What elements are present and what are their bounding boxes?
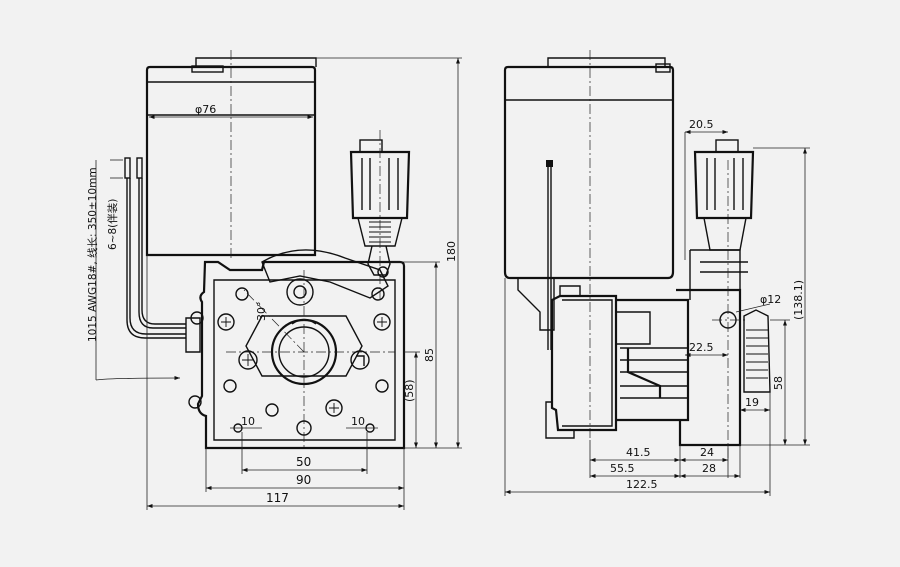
screw-bottom-l [265,403,279,417]
dim-width-117: 117 [266,491,289,505]
wire-2b [141,178,186,325]
housing-screw-left [188,395,202,409]
wire-terminal-1 [124,157,131,179]
mount-hole-left-cross [242,354,254,366]
side-feed-bars [700,261,748,273]
knob-collar [357,217,403,247]
drive-plate [245,315,363,377]
keyhole-mark [356,355,365,366]
wire-grommet [185,317,201,353]
arm-pivot-left [235,287,249,301]
side-motor-body [503,65,675,280]
motor-body [145,65,317,257]
side-drive-cap [616,311,651,345]
grommet-screw [190,311,204,325]
wire-1b [129,178,186,335]
leader-hole-12 [735,303,771,313]
housing-inner-frame [213,279,396,441]
note-leader-d [95,376,181,381]
pressure-arm [261,249,389,299]
screw-bl [223,379,237,393]
front-view: 6~8(伴装) 1015 AWG18#, 线长: 350±10mm φ76 [86,50,462,510]
side-knob-cap [715,139,739,153]
side-lead-wire [547,160,552,350]
side-feed-upper [689,249,741,300]
roll-screw-right-cross [377,317,387,327]
side-lead-terminal [546,160,553,167]
side-feed-plate [676,288,742,447]
knob-stem [367,245,391,276]
dim-55-5: 55.5 [610,462,635,475]
angle-ray [243,289,305,353]
side-motor-cap [547,57,666,67]
wire-2 [138,178,186,329]
lead-wires: 6~8(伴装) 1015 AWG18#, 线长: 350±10mm [86,157,186,381]
dim-41-5: 41.5 [626,446,651,459]
roll-screw-left-cross [221,317,231,327]
side-knob-collar [703,217,747,251]
side-gear-inner [562,299,613,427]
roll-screw-right [373,313,391,331]
knob-cap [359,139,383,153]
wire-terminal-2 [136,157,143,179]
side-gear-housing [550,294,618,432]
mount-hole-right [350,350,370,370]
mount-hole-left [238,350,258,370]
side-gear-foot [545,401,575,439]
side-knurl-wheel [743,309,771,393]
side-gear-top-lip [559,285,581,296]
lead-note-line1: 6~8(伴装) [106,199,119,250]
dim-hole-spacing-left: 10 [241,415,255,428]
arm-pivot-right [371,287,385,301]
dim-width-50: 50 [296,455,311,469]
screw-bottom-r-cross [329,403,339,413]
side-drive-fin [626,348,662,398]
dim-height-58: (58) [403,379,416,402]
side-view: 20.5 φ12 22.5 (138.1) 58 19 41.5 24 55.5… [503,50,810,496]
side-knob-body [693,150,755,220]
dim-motor-diameter: φ76 [195,103,216,116]
dim-19: 19 [745,396,759,409]
dim-28: 28 [702,462,716,475]
idler-hub [293,285,307,299]
dim-138-1: (138.1) [792,280,805,320]
idler-roll [286,278,314,306]
dim-hole-spacing-right: 10 [351,415,365,428]
roll-screw-left [217,313,235,331]
screw-br [375,379,389,393]
dim-height-180: 180 [445,241,458,262]
dim-height-85: 85 [423,348,436,362]
dim-58: 58 [772,376,785,390]
dim-22-5: 22.5 [689,341,714,354]
wire-1 [126,178,186,339]
dim-width-90: 90 [296,473,311,487]
base-hole-center [296,420,312,436]
motor-cap [195,57,317,67]
screw-bottom-r [325,399,343,417]
dim-angle: 30° [255,302,268,322]
lead-note-line2: 1015 AWG18#, 线长: 350±10mm [86,167,99,342]
dim-24: 24 [700,446,714,459]
side-bracket [517,278,555,331]
dim-20-5: 20.5 [689,118,714,131]
side-knurl-lines [746,329,768,379]
dim-hole-diameter: φ12 [760,293,781,306]
dim-122-5: 122.5 [626,478,658,491]
knob-body [349,150,411,220]
